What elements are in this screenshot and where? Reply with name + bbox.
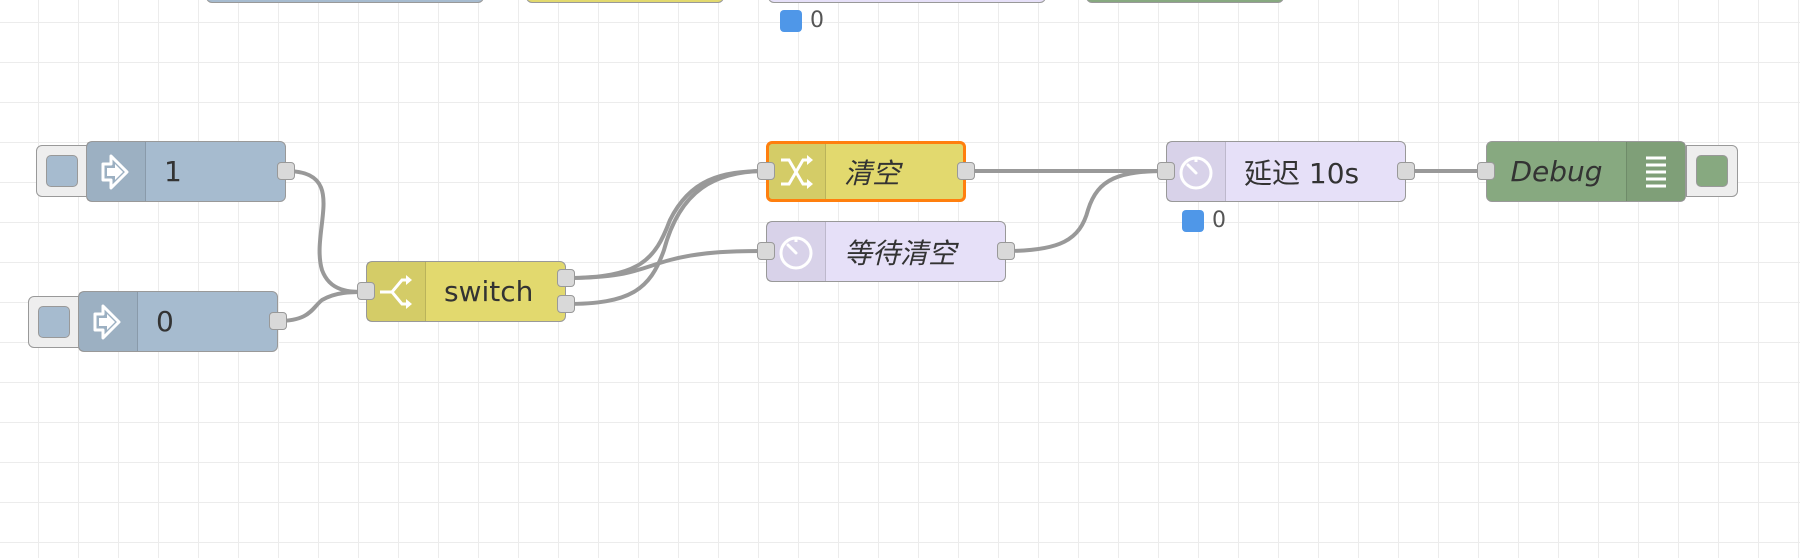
- input-port[interactable]: [1477, 162, 1495, 180]
- input-port[interactable]: [357, 282, 375, 300]
- status-count: 0: [1212, 208, 1226, 233]
- inject-node-0[interactable]: 0: [78, 291, 278, 352]
- inject-0-trigger-button[interactable]: [28, 296, 80, 348]
- list-icon: [1626, 142, 1685, 201]
- trigger-button-face: [38, 306, 70, 338]
- switch-node[interactable]: switch: [366, 261, 566, 322]
- output-port[interactable]: [997, 242, 1015, 260]
- inject-node-1[interactable]: 1: [86, 141, 286, 202]
- input-port[interactable]: [757, 162, 775, 180]
- wire-inject0-switch[interactable]: [276, 290, 368, 323]
- wire-inject1-switch[interactable]: [284, 169, 368, 294]
- input-port[interactable]: [1157, 162, 1175, 180]
- node-label: Debug: [1510, 155, 1603, 188]
- change-node-clear[interactable]: 清空: [766, 141, 966, 202]
- trigger-button-face: [46, 155, 78, 187]
- output-port[interactable]: [1397, 162, 1415, 180]
- node-label: 清空: [844, 156, 901, 190]
- arrow-in-icon: [79, 292, 138, 351]
- status-count: 0: [810, 8, 824, 33]
- wire-switch-change-2[interactable]: [564, 169, 768, 306]
- wire-switch-delaywait[interactable]: [564, 249, 768, 280]
- node-label: 1: [164, 155, 182, 188]
- debug-node[interactable]: Debug: [1486, 141, 1686, 202]
- timer-icon: [767, 222, 826, 281]
- arrow-in-icon: [87, 142, 146, 201]
- input-port[interactable]: [757, 242, 775, 260]
- node-label: 等待清空: [844, 236, 957, 270]
- output-port[interactable]: [269, 312, 287, 330]
- output-port-2[interactable]: [557, 295, 575, 313]
- delay-10s-status: 0: [1182, 208, 1226, 233]
- shuffle-icon: [769, 144, 826, 199]
- output-port[interactable]: [277, 162, 295, 180]
- node-label: 延迟 10s: [1244, 156, 1360, 190]
- node-label: 0: [156, 305, 174, 338]
- node-label: switch: [444, 275, 534, 308]
- inject-1-trigger-button[interactable]: [36, 145, 88, 197]
- top-node-status: 0: [780, 8, 824, 33]
- output-port-1[interactable]: [557, 269, 575, 287]
- delay-node-wait[interactable]: 等待清空: [766, 221, 1006, 282]
- switch-icon: [367, 262, 426, 321]
- wire-delaywait-delay10s[interactable]: [1004, 169, 1168, 253]
- output-port[interactable]: [957, 162, 975, 180]
- status-dot: [780, 9, 802, 32]
- status-dot: [1182, 209, 1204, 232]
- timer-icon: [1167, 142, 1226, 201]
- delay-node-10s[interactable]: 延迟 10s: [1166, 141, 1406, 202]
- toggle-button-face: [1696, 155, 1728, 187]
- debug-toggle-button[interactable]: [1686, 145, 1738, 197]
